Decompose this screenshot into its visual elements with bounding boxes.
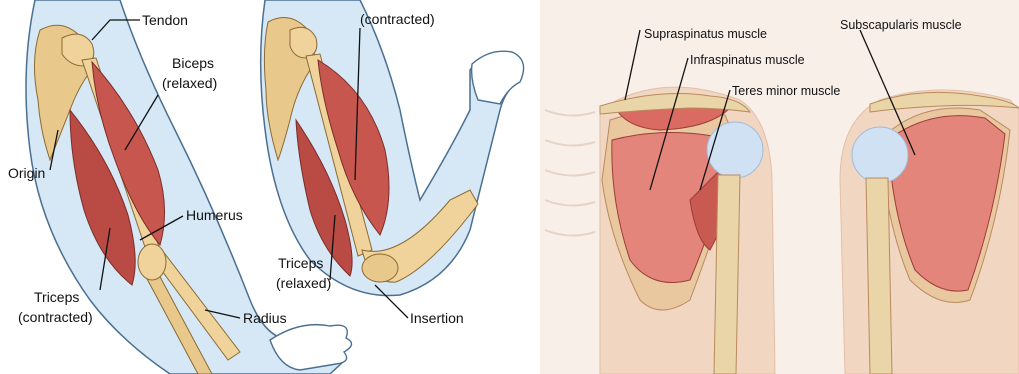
label-biceps-contracted: (contracted) <box>360 11 435 27</box>
label-triceps-relaxed: (relaxed) <box>276 275 331 291</box>
left-humerus <box>714 175 740 374</box>
right-humerus <box>866 178 892 374</box>
label-triceps-2: Triceps <box>278 255 323 271</box>
label-supraspinatus: Supraspinatus muscle <box>644 27 767 41</box>
label-insertion: Insertion <box>410 310 464 326</box>
arm-1-elbow-joint <box>138 244 166 280</box>
label-triceps-contracted: (contracted) <box>18 309 93 325</box>
label-subscapularis: Subscapularis muscle <box>840 18 962 32</box>
label-origin: Origin <box>8 165 45 181</box>
arm-2-elbow-joint <box>362 254 398 282</box>
arm-2-hand <box>472 51 524 104</box>
label-tendon: Tendon <box>142 12 188 28</box>
left-humeral-head <box>707 122 763 178</box>
arm-muscle-diagram: Tendon Biceps (relaxed) (contracted) Ori… <box>0 0 540 374</box>
label-triceps: Triceps <box>34 289 79 305</box>
label-teres-minor: Teres minor muscle <box>732 84 840 98</box>
arm-illustration: Tendon Biceps (relaxed) (contracted) Ori… <box>0 0 540 374</box>
label-biceps: Biceps <box>172 55 214 71</box>
shoulder-muscle-diagram: Supraspinatus muscle Infraspinatus muscl… <box>540 0 1019 374</box>
label-radius: Radius <box>243 310 287 326</box>
label-infraspinatus: Infraspinatus muscle <box>690 53 805 67</box>
shoulder-illustration: Supraspinatus muscle Infraspinatus muscl… <box>540 0 1019 374</box>
right-humeral-head <box>852 127 908 183</box>
label-biceps-relaxed: (relaxed) <box>162 75 217 91</box>
label-humerus: Humerus <box>186 207 243 223</box>
